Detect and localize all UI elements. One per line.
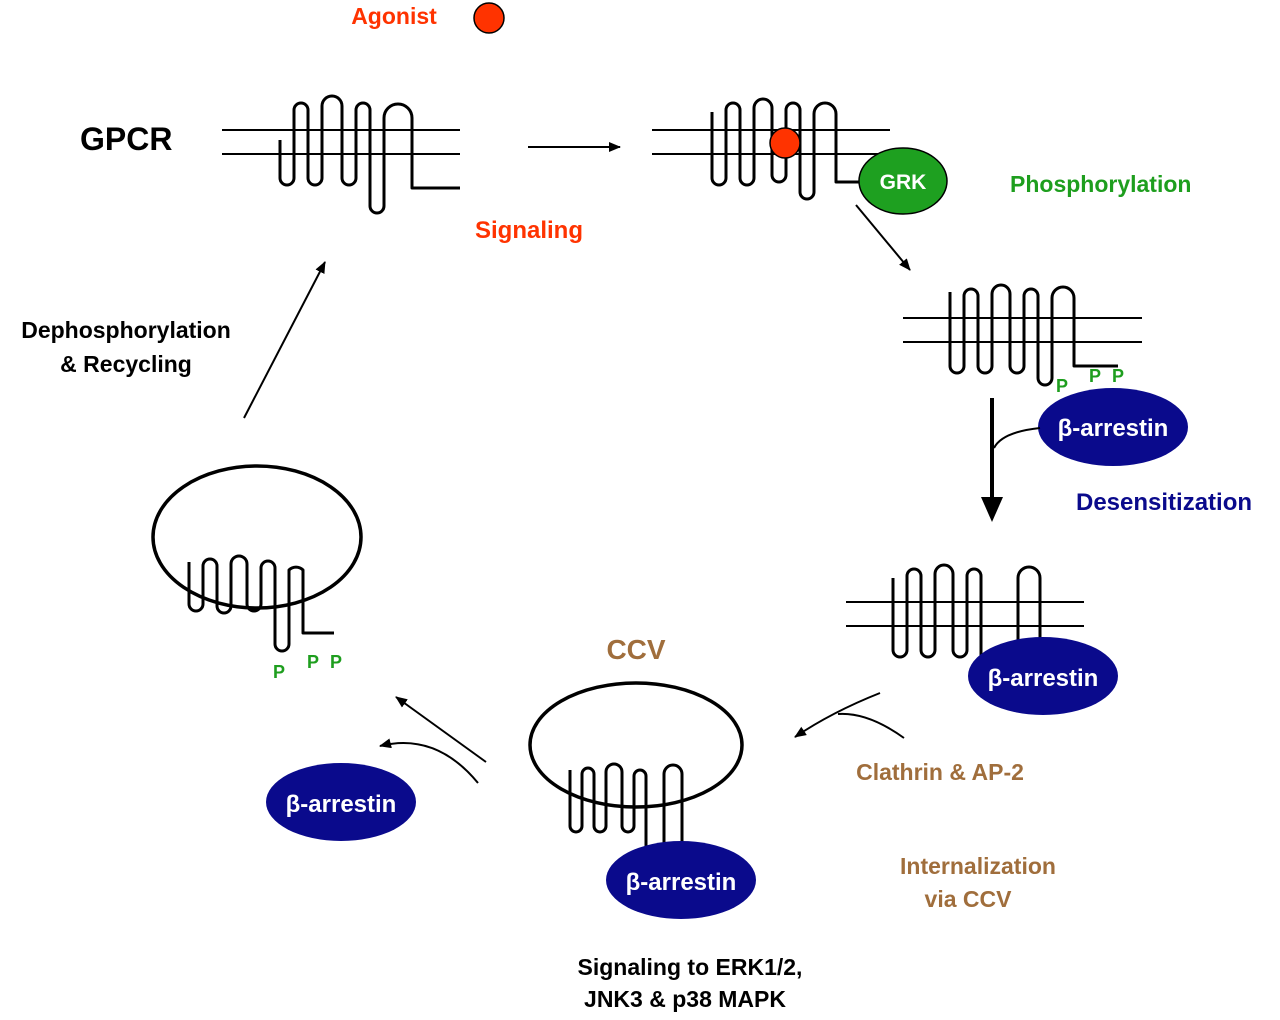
arrow-dissociation-receptor — [395, 696, 487, 763]
receptor-helices — [710, 97, 870, 201]
endosome-receptor-helices — [187, 554, 334, 653]
gpcr-label: GPCR — [80, 121, 172, 157]
arrow-internalization — [794, 692, 881, 738]
desensitization-label: Desensitization — [1076, 489, 1252, 516]
agonist-label: Agonist — [351, 3, 437, 29]
receptor-helices — [278, 94, 460, 215]
gpcr-receptor-phosphorylated — [903, 283, 1142, 387]
gpcr-receptor-resting — [222, 94, 460, 215]
gpcr-receptor-activated — [652, 97, 890, 201]
endosome-vesicle — [151, 464, 363, 610]
beta-arrestin-label: β-arrestin — [988, 665, 1099, 692]
beta-arrestin-label: β-arrestin — [286, 791, 397, 818]
beta-arrestin-label: β-arrestin — [1058, 415, 1169, 442]
phospho-site: P — [1089, 366, 1101, 386]
internalization-label-line2: via CCV — [925, 886, 1013, 912]
beta-arrestin-membrane — [968, 637, 1118, 715]
gpcr-receptor-arrestin-bound — [846, 563, 1084, 659]
ccv-label: CCV — [606, 634, 665, 665]
grk-label: GRK — [880, 171, 927, 194]
internalization-label-line1: Internalization — [900, 853, 1056, 879]
arrestin-recruit-curve — [993, 427, 1041, 449]
signaling-erk-line1: Signaling to ERK1/2, — [578, 954, 803, 980]
clathrin-recruit-curve — [837, 712, 905, 739]
beta-arrestin-binding — [1038, 388, 1188, 466]
arrow-dissociation-arrestin — [379, 738, 479, 784]
phospho-site: P — [273, 662, 285, 682]
signaling-label: Signaling — [475, 217, 583, 244]
beta-arrestin-label: β-arrestin — [626, 869, 737, 896]
receptor-helices — [948, 283, 1118, 387]
arrow-desensitization-head — [981, 497, 1003, 522]
grk-kinase — [858, 147, 948, 215]
clathrin-label: Clathrin & AP-2 — [856, 759, 1024, 785]
phospho-site: P — [1112, 366, 1124, 386]
ccv-receptor-helices — [568, 762, 684, 848]
phospho-site: P — [307, 652, 319, 672]
phospho-site: P — [1056, 376, 1068, 396]
arrow-phosphorylation — [855, 204, 911, 271]
phospho-site: P — [330, 652, 342, 672]
receptor-helices — [891, 563, 1042, 659]
dephosphorylation-label-line1: Dephosphorylation — [21, 317, 231, 343]
arrow-recycling — [243, 261, 326, 419]
phosphorylation-label: Phosphorylation — [1010, 171, 1191, 197]
agonist-ligand — [473, 2, 505, 34]
beta-arrestin-ccv — [606, 841, 756, 919]
dephosphorylation-label-line2: & Recycling — [60, 351, 192, 377]
bound-agonist — [769, 127, 801, 159]
clathrin-coated-vesicle — [528, 681, 744, 809]
beta-arrestin-free — [266, 763, 416, 841]
signaling-erk-line2: JNK3 & p38 MAPK — [584, 986, 786, 1012]
